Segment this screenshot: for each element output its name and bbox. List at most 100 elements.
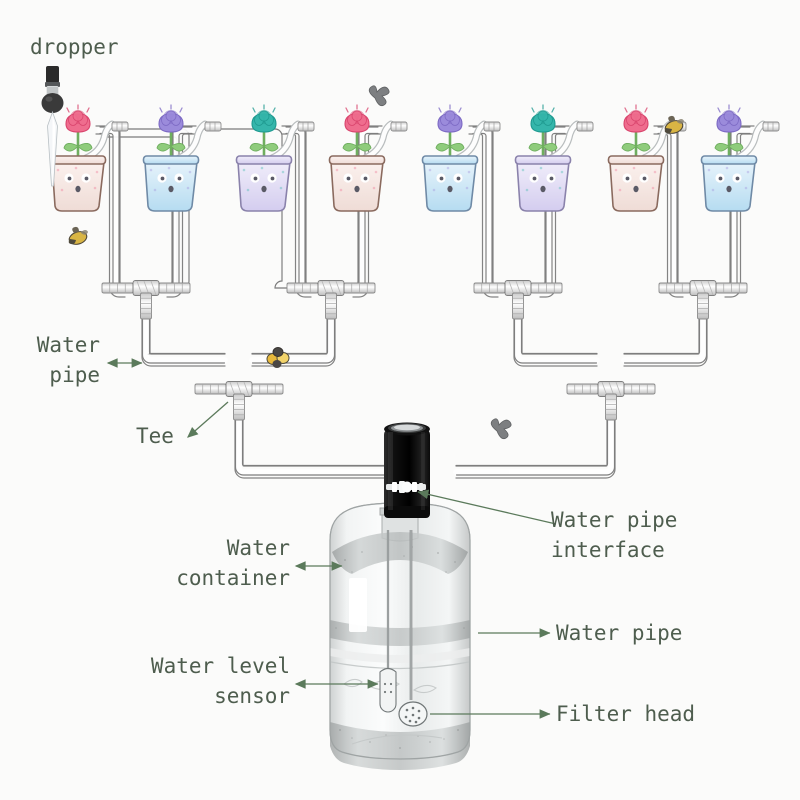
sparkle-icon	[624, 104, 648, 113]
tee-stub	[140, 292, 152, 320]
label-water-pipe-interface: Water pipe interface	[551, 508, 678, 562]
bee-4-icon	[490, 418, 512, 440]
flower	[344, 110, 370, 133]
leaf-right	[170, 143, 186, 152]
plant-8	[700, 104, 758, 212]
tee-stub	[697, 292, 709, 320]
pump-head	[384, 422, 430, 518]
pot-face	[622, 173, 649, 193]
leaf-right	[356, 143, 372, 152]
flex-hose-6	[547, 120, 594, 162]
bee-3-icon	[368, 85, 390, 107]
pot-speckle	[614, 166, 657, 192]
tee-3	[473, 280, 563, 320]
pot-speckle	[242, 166, 285, 192]
hose-connector	[297, 121, 315, 132]
flex-hose-2	[175, 120, 222, 162]
flower	[437, 110, 463, 133]
hose-connector	[483, 121, 501, 132]
bees-group	[68, 85, 684, 440]
sparkle-icon	[252, 104, 276, 113]
leaf-left	[435, 143, 451, 152]
hose-connector	[762, 121, 780, 132]
plant-7	[607, 104, 665, 212]
label-water-container: Water container	[176, 536, 290, 590]
tee-4	[658, 280, 748, 320]
bee-5-icon	[664, 115, 684, 134]
bee-1-icon	[68, 226, 88, 245]
flex-hose-3	[268, 120, 315, 162]
dropper-icon	[41, 66, 64, 187]
bee-2-icon	[266, 347, 290, 368]
tee-1	[101, 280, 191, 320]
pot-face	[64, 173, 91, 193]
sparkle-icon	[531, 104, 555, 113]
flex-hose-1	[82, 120, 129, 162]
pot-rim	[142, 155, 200, 165]
pot-speckle	[56, 166, 99, 192]
sparkle-icon	[345, 104, 369, 113]
plant-3	[235, 104, 293, 212]
flower	[251, 110, 277, 133]
label-water-level-sensor: Water level sensor	[150, 654, 290, 708]
leader-interface	[417, 489, 557, 525]
tee-fittings-group	[101, 280, 748, 421]
leaf-left	[342, 143, 358, 152]
leaf-right	[635, 143, 651, 152]
flex-hose-4	[361, 120, 408, 162]
flower	[65, 110, 91, 133]
pot-speckle	[335, 166, 378, 192]
label-water-pipe-right: Water pipe	[556, 621, 683, 645]
leaf-left	[156, 143, 172, 152]
water-pipe-interface	[386, 481, 426, 493]
hose-connector	[111, 121, 129, 132]
flex-hose-8	[733, 120, 780, 162]
leaf-left	[621, 143, 637, 152]
leaf-left	[528, 143, 544, 152]
leader-tee	[187, 401, 229, 438]
label-filter-head: Filter head	[556, 702, 696, 726]
pot-rim	[514, 155, 572, 165]
pot-speckle	[521, 166, 564, 192]
leaf-right	[449, 143, 465, 152]
sparkle-icon	[717, 104, 741, 113]
leader-lines	[106, 358, 557, 719]
leaf-left	[714, 143, 730, 152]
hose-connector	[390, 121, 408, 132]
flower	[158, 110, 184, 133]
pot-face	[436, 173, 463, 193]
tee-stub	[325, 292, 337, 320]
leaf-right	[263, 143, 279, 152]
pot-rim	[607, 155, 665, 165]
pot-rim	[700, 155, 758, 165]
pot-rim	[49, 155, 107, 165]
hose-connector	[576, 121, 594, 132]
pot-rim	[421, 155, 479, 165]
pot-face	[250, 173, 277, 193]
tee-stub	[233, 393, 245, 421]
leaf-right	[728, 143, 744, 152]
plants-group	[49, 104, 758, 212]
tee-2	[286, 280, 376, 320]
pot-face	[529, 173, 556, 193]
water-container-assembly	[329, 422, 471, 770]
tee-6	[566, 381, 656, 421]
plant-5	[421, 104, 479, 212]
tee-stub	[605, 393, 617, 421]
water-level-sensor	[379, 530, 397, 713]
leaf-right	[77, 143, 93, 152]
flower	[623, 110, 649, 133]
sparkle-icon	[159, 104, 183, 113]
flower	[530, 110, 556, 133]
leaf-right	[542, 143, 558, 152]
sparkle-icon	[438, 104, 462, 113]
tee-stub	[512, 292, 524, 320]
plant-4	[328, 104, 386, 212]
filter-head	[398, 701, 428, 727]
plant-2	[142, 104, 200, 212]
pot-speckle	[428, 166, 471, 192]
plant-6	[514, 104, 572, 212]
plant-1	[49, 104, 107, 212]
